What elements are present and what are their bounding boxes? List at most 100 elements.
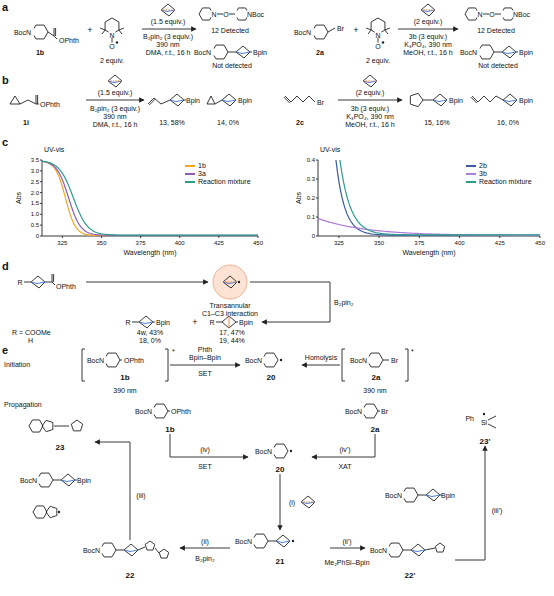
reaction-arrow (455, 446, 485, 560)
bond-line (316, 160, 318, 161)
step-label: (iii) (135, 492, 146, 499)
bond-line (67, 480, 75, 482)
text-label: XAT (338, 463, 351, 470)
bond-line (115, 30, 118, 32)
bond-line (414, 488, 418, 495)
bond-line (384, 22, 385, 30)
bond-line (482, 45, 490, 46)
bond-line (476, 8, 478, 11)
bond-line (138, 547, 145, 550)
bond-line (433, 94, 440, 100)
text-label: Phth (198, 346, 212, 353)
bond-line (100, 28, 105, 30)
bond-line (224, 45, 228, 52)
bond-line (34, 25, 36, 28)
compound-number: 1b (120, 374, 129, 382)
bond-line (168, 411, 170, 412)
text-label: Br (391, 357, 398, 364)
bond-line (46, 430, 53, 432)
text-label: BocN (385, 492, 402, 499)
bond-line (428, 4, 435, 10)
bond-line (421, 4, 428, 10)
bond-line (480, 55, 482, 58)
bond-line (42, 420, 46, 426)
radical-dot (280, 359, 282, 361)
step-label: Homolysis (304, 354, 338, 361)
reaction-arrow (302, 365, 340, 366)
bond-line (389, 553, 391, 556)
radical-dot (483, 413, 485, 415)
bond-line (54, 426, 62, 427)
compound-node: 23 (25, 412, 95, 452)
bond-line (40, 192, 42, 193)
bond-line (540, 236, 541, 238)
bond-line (102, 543, 104, 546)
bond-line (120, 360, 122, 361)
bond-line (29, 426, 33, 432)
text-label: R (209, 319, 214, 326)
compound-number: 20 (276, 466, 285, 474)
bond-line (503, 94, 510, 100)
legend-item: 3a (185, 170, 206, 177)
bond-line (170, 94, 177, 100)
bond-line (371, 30, 374, 32)
bond-line (118, 22, 119, 30)
bond-line (502, 46, 509, 52)
bond-line (71, 424, 73, 431)
bond-line (291, 96, 297, 102)
bond-line (421, 10, 435, 11)
text-label: Abs (15, 192, 22, 204)
bond-line (316, 236, 318, 237)
text-label: 2.5 (31, 179, 39, 185)
legend-item: Reaction mixture (185, 178, 251, 185)
bond-line (108, 75, 115, 81)
bond-line (20, 100, 28, 104)
bond-line (254, 534, 256, 537)
bond-line (40, 181, 42, 182)
bond-line (217, 14, 223, 15)
bond-line (29, 420, 33, 426)
bond-line (105, 18, 112, 22)
compound-node: 2a (340, 398, 410, 434)
text-label: 3b (3 equiv.) (351, 105, 389, 112)
bond-line (216, 45, 224, 46)
bond-line (215, 100, 222, 104)
bracket (165, 349, 168, 381)
compound-number: 1b (36, 49, 44, 56)
text-label: OPhth (59, 37, 79, 44)
bond-line (52, 282, 55, 285)
bond-line (411, 544, 418, 550)
bond-line (145, 544, 147, 550)
compound-number: 23 (56, 444, 65, 452)
text-label: 2 equiv. (366, 57, 390, 64)
compound-node: 21 (230, 530, 330, 566)
bond-line (516, 52, 518, 53)
bond-line (36, 25, 44, 26)
text-label: Propagation (4, 401, 42, 408)
bond-line (364, 404, 366, 407)
text-label: 325 (57, 240, 67, 246)
text-label: Br (317, 99, 324, 106)
bond-line (425, 548, 435, 550)
bond-line (274, 360, 278, 367)
text-label: 400 (175, 240, 185, 246)
bond-line (37, 505, 44, 506)
legend-swatch (185, 165, 195, 167)
text-label: 12 Detected (211, 27, 249, 34)
bond-line (229, 14, 235, 15)
bond-line (237, 17, 239, 20)
bond-line (316, 217, 318, 218)
text-label: Me₂PhSi–Bpin (324, 559, 369, 566)
legend-swatch (466, 165, 476, 167)
bond-line (40, 214, 42, 215)
bond-line (495, 14, 501, 15)
bond-line (36, 104, 39, 105)
text-label: 0.3 (307, 176, 315, 182)
reaction-arrow (170, 434, 248, 457)
bond-line (236, 322, 238, 323)
bond-line (379, 353, 383, 360)
text-label: + (353, 26, 358, 35)
bond-line (176, 100, 184, 102)
bond-line (39, 473, 41, 476)
legend-text: 2b (479, 162, 487, 169)
